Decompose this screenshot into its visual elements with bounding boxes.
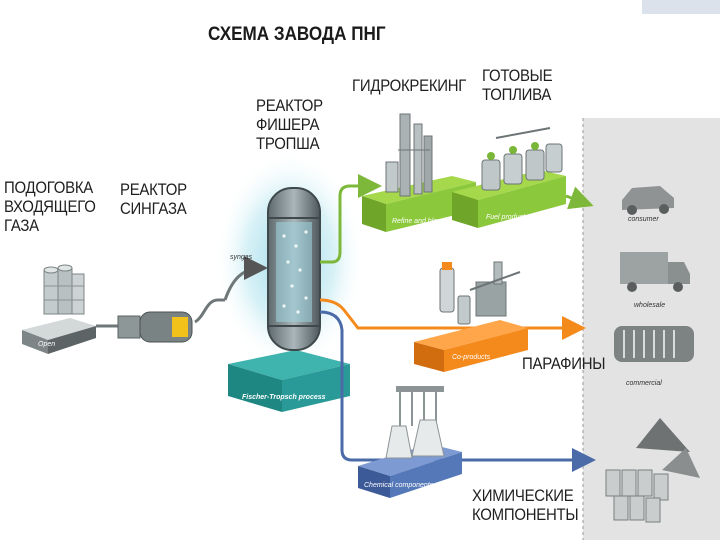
label-ft-reactor: РЕАКТОР ФИШЕРА ТРОПША	[256, 96, 323, 153]
caption-syngas: syngas	[230, 254, 253, 261]
caption-chemical: Chemical components	[364, 482, 434, 489]
label-paraffins: ПАРАФИНЫ	[522, 354, 606, 373]
caption-fuel-products: Fuel products	[486, 214, 529, 221]
label-syngas-reactor: РЕАКТОР СИНГАЗА	[120, 180, 187, 218]
caption-wholesale: wholesale	[634, 302, 666, 309]
caption-coproducts: Co-products	[452, 354, 491, 361]
label-fuels: ГОТОВЫЕ ТОПЛИВА	[482, 66, 553, 104]
chemical-platform	[358, 386, 462, 498]
page-title: СХЕМА ЗАВОДА ПНГ	[208, 24, 386, 45]
ft-reactor-vessel	[267, 187, 321, 351]
caption-commercial: commercial	[626, 380, 662, 387]
fuel-platform	[452, 127, 566, 228]
engine-icon	[614, 326, 694, 362]
coproducts-platform	[414, 261, 528, 372]
blue-flow-line	[319, 310, 596, 472]
label-hydrocracking: ГИДРОКРЕКИНГ	[352, 76, 467, 95]
label-chemicals: ХИМИЧЕСКИЕ КОМПОНЕНТЫ	[472, 486, 579, 524]
caption-consumer: consumer	[628, 216, 659, 223]
caption-refine: Refine and blend	[392, 218, 445, 225]
label-gas-prep: ПОДОГОВКА ВХОДЯЩЕГО ГАЗА	[4, 178, 96, 235]
fuel-to-market-arrow	[565, 186, 594, 210]
barrels-icon	[605, 418, 700, 523]
car-icon	[622, 186, 674, 215]
ft-platform	[228, 350, 350, 412]
green-flow-line	[320, 174, 382, 264]
caption-ft-process: Fischer-Tropsch process	[242, 394, 326, 401]
syngas-reactor-unit	[117, 256, 268, 343]
corner-tab	[642, 0, 720, 14]
orange-flow-line	[319, 298, 586, 340]
truck-icon	[620, 252, 690, 292]
caption-open: Open	[38, 341, 56, 348]
gas-prep-unit	[22, 264, 96, 354]
